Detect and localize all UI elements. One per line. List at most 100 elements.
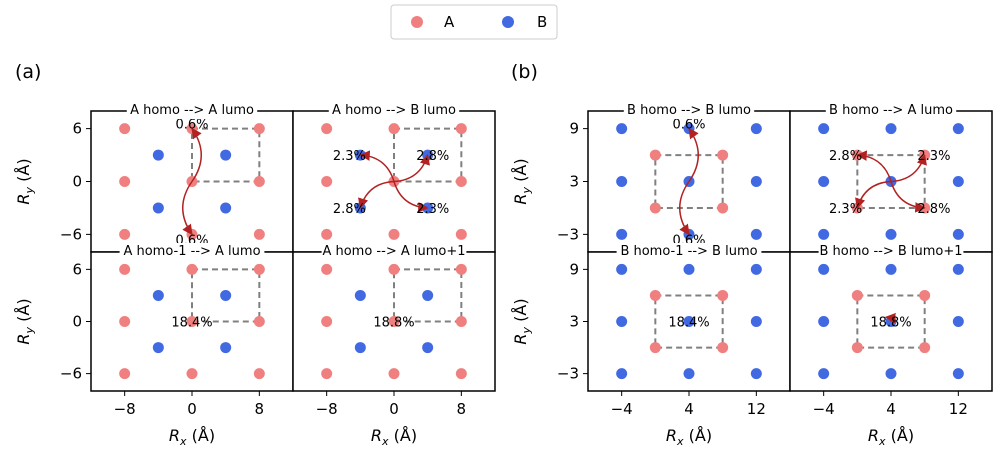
data-point-a [186,316,198,327]
transition-arrow [688,127,700,182]
data-label: 18.4% [171,316,212,331]
data-label: 2.8% [416,149,449,164]
y-tick-label: −3 [557,225,579,243]
data-point-b [354,289,366,301]
data-label: 2.8% [333,202,366,217]
title-background [623,102,755,119]
data-label: 18.4% [668,316,709,331]
y-tick-label: 3 [569,173,579,191]
data-point-a [851,342,863,354]
data-point-b [354,342,366,354]
x-tick-label: 12 [747,400,766,418]
data-point-a [119,228,131,240]
data-point-a [321,176,333,187]
transition-arrow [393,181,429,213]
x-tick-label: 12 [949,400,968,418]
data-point-b [952,263,964,275]
data-point-a [455,123,467,135]
data-point-b [818,176,830,187]
transition-arrow [855,180,892,209]
title-background [616,243,762,260]
data-label: 2.3% [416,202,449,217]
y-tick-label: 3 [569,313,579,331]
transition-arrow [358,180,395,209]
data-point-a [388,263,400,275]
x-axis-label: Rx (Å) [666,426,712,448]
data-point-b [952,176,964,187]
data-point-b [952,123,964,135]
data-point-a [321,263,333,275]
title-background [818,243,964,260]
data-point-a [455,176,467,187]
data-point-a [388,316,400,327]
x-tick-label: 4 [684,400,694,418]
data-point-b [750,368,762,380]
plot-title: A homo --> A lumo [130,103,254,118]
data-point-a [253,316,265,327]
data-label: 2.3% [829,202,862,217]
data-point-a [253,123,265,135]
y-axis-label: Ry (Å) [14,298,36,344]
data-point-a [388,123,400,135]
data-point-a [119,123,131,135]
title-background [328,102,460,119]
data-point-b [220,342,232,354]
title-background [119,243,265,260]
data-point-a [186,368,198,380]
data-point-a [321,368,333,380]
y-tick-label: −3 [557,365,579,383]
x-tick-label: −4 [611,400,633,418]
data-point-b [220,202,232,214]
data-point-a [253,368,265,380]
transition-arrow [890,181,926,213]
x-axis-label: Rx (Å) [169,426,215,448]
data-point-a [717,289,729,301]
x-tick-label: 8 [457,400,467,418]
unit-cell [856,154,926,209]
legend-label-a: A [444,13,455,31]
plot-title: B homo --> A lumo [829,103,953,118]
y-tick-label: 9 [569,120,579,138]
x-tick-label: 4 [886,400,896,418]
y-tick-label: 0 [72,313,82,331]
data-point-a [455,228,467,240]
data-point-a [388,368,400,380]
panel-label-b: (b) [511,61,538,83]
data-point-b [885,263,897,275]
unit-cell [191,268,261,323]
data-point-a [455,368,467,380]
y-axis-label: Ry (Å) [511,158,533,204]
data-point-a [119,263,131,275]
data-point-a [455,316,467,327]
plot-title: A homo-1 --> A lumo [123,244,260,259]
data-point-b [683,263,695,275]
data-label: 2.8% [917,202,950,217]
data-point-b [750,263,762,275]
transition-arrow [393,154,430,183]
y-tick-label: −6 [60,225,82,243]
data-label: 0.6% [175,117,208,132]
data-point-a [253,228,265,240]
data-point-b [683,316,695,327]
data-point-a [321,123,333,135]
data-point-a [388,228,400,240]
data-point-a [186,263,198,275]
unit-cell [393,268,463,323]
data-point-b [818,316,830,327]
title-background [321,243,467,260]
subplot-6: 2.8%2.3%2.3%2.8%B homo --> A lumo [789,102,993,253]
data-point-b [616,228,628,240]
data-point-b [952,368,964,380]
data-point-b [750,123,762,135]
title-background [825,102,957,119]
plot-title: A homo --> A lumo+1 [322,244,465,259]
data-point-a [119,176,131,187]
x-tick-label: −4 [813,400,835,418]
data-point-a [649,149,661,161]
y-tick-label: 0 [72,173,82,191]
data-point-b [422,289,434,301]
unit-cell [654,154,724,209]
